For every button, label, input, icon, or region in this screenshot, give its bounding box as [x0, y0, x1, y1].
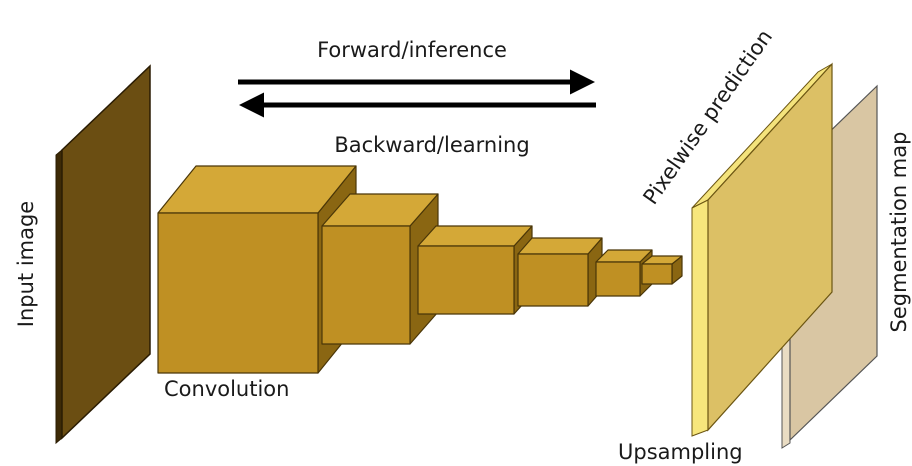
- input-image-label: Input image: [14, 201, 38, 327]
- conv-block-6: [641, 255, 683, 285]
- convolution-label: Convolution: [164, 377, 289, 401]
- convolution-blocks: [157, 165, 683, 374]
- conv-block-4: [517, 237, 603, 307]
- conv-block-front: [321, 225, 411, 345]
- input-image-plate: [55, 64, 151, 445]
- segmentation-map-label: Segmentation map: [887, 132, 911, 333]
- pixelwise-prediction-plate: [691, 62, 833, 437]
- upsampling-label: Upsampling: [618, 440, 743, 464]
- backward-label: Backward/learning: [334, 133, 529, 157]
- conv-block-3: [417, 225, 533, 315]
- forward-label: Forward/inference: [317, 38, 507, 62]
- conv-block-top: [517, 237, 603, 255]
- conv-block-front: [417, 245, 515, 315]
- conv-block-front: [157, 212, 319, 374]
- conv-block-top: [417, 225, 533, 247]
- conv-block-front: [595, 261, 641, 297]
- conv-block-front: [641, 263, 673, 285]
- conv-block-front: [517, 253, 589, 307]
